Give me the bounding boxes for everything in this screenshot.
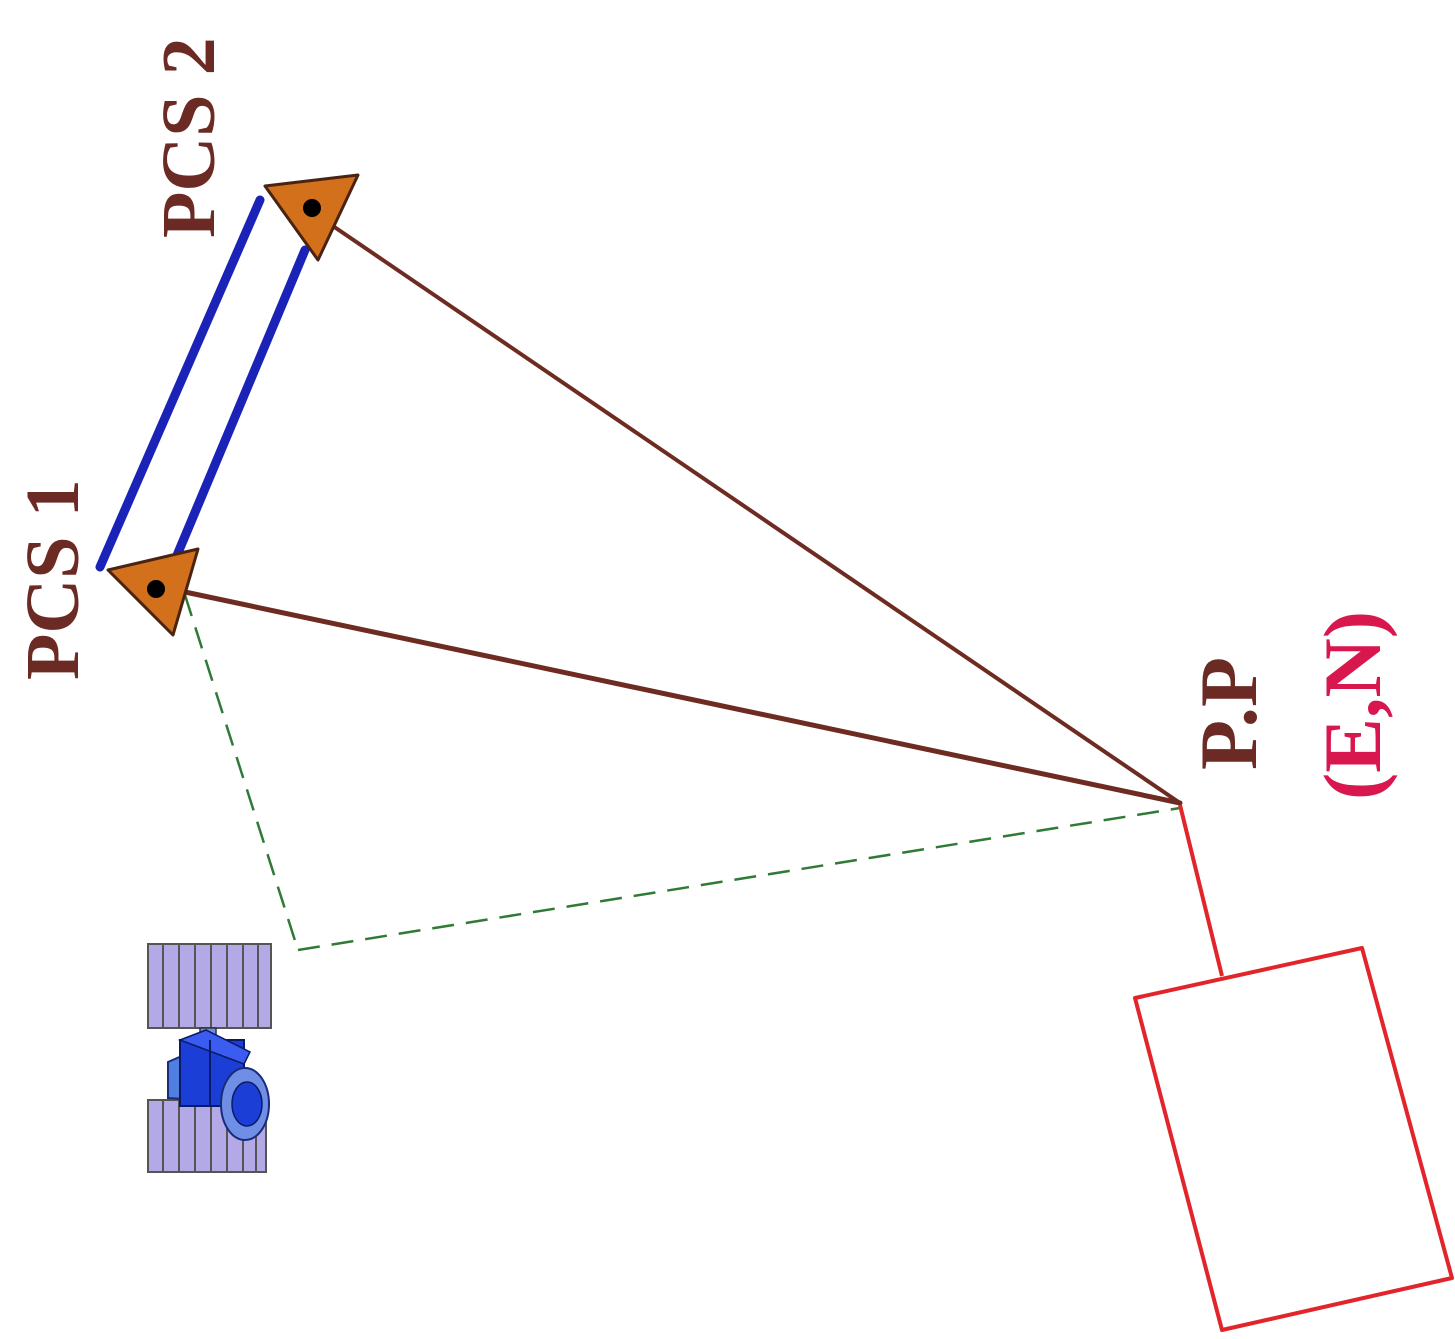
gps-dashed-lines [183,594,1181,952]
triangle-marker-icon [263,173,360,262]
pcs2-label: PCS 2 [147,37,231,238]
building-connector [1178,804,1224,977]
sight-line-pp-pcs1 [182,589,1183,806]
sight-lines [182,222,1183,806]
pp-label: P.P [1183,657,1274,770]
pcs1-label: PCS 1 [11,479,95,680]
building [1133,804,1454,1332]
satellite-icon [147,943,272,1173]
triangle-marker-icon [106,547,200,637]
building-outline [1133,946,1454,1332]
baseline-pcs1-pcs2 [95,195,310,572]
en-label: (E,N) [1307,611,1398,800]
sight-line-pp-pcs2 [328,222,1182,805]
